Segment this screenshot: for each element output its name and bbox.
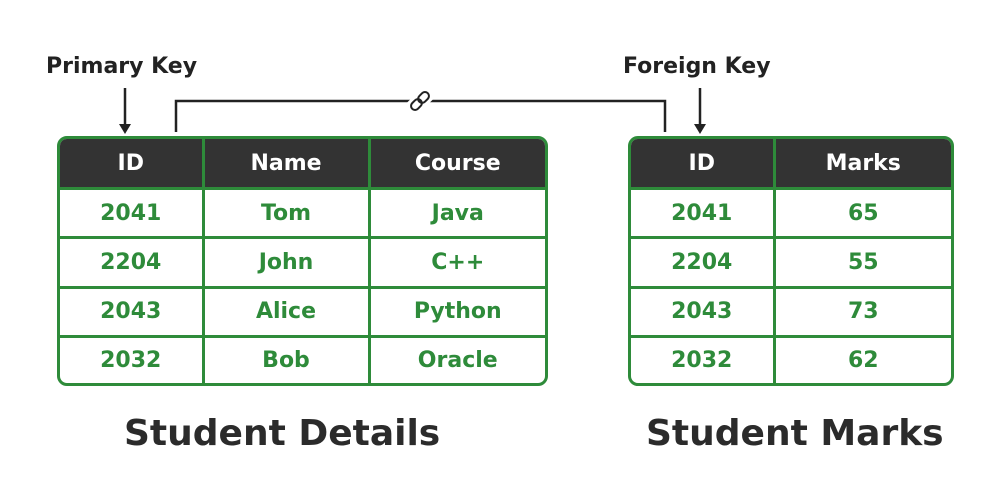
- cell-id: 2032: [631, 334, 776, 383]
- column-header-marks: Marks: [774, 139, 951, 189]
- primary-key-arrowhead: [119, 124, 131, 134]
- cell-course: C++: [369, 236, 545, 288]
- cell-id: 2041: [60, 186, 205, 238]
- student-marks-table: ID Marks 2041 65 2204 55 2043 73 2: [628, 136, 954, 386]
- cell-id: 2032: [60, 334, 205, 383]
- cell-marks: 73: [774, 285, 951, 337]
- table-header-row: ID Marks: [631, 139, 951, 189]
- cell-id: 2204: [60, 236, 205, 288]
- cell-marks: 62: [774, 334, 951, 383]
- cell-course: Java: [369, 186, 545, 238]
- cell-marks: 65: [774, 186, 951, 238]
- table-header-row: ID Name Course: [60, 139, 545, 189]
- cell-course: Oracle: [369, 334, 545, 383]
- column-header-name: Name: [203, 139, 371, 189]
- column-header-id: ID: [631, 139, 776, 189]
- primary-key-label: Primary Key: [46, 54, 198, 79]
- table-row: 2041 65: [631, 186, 951, 238]
- cell-name: John: [203, 236, 371, 288]
- cell-id: 2043: [60, 285, 205, 337]
- table-row: 2032 Bob Oracle: [60, 334, 545, 383]
- cell-id: 2043: [631, 285, 776, 337]
- column-header-id: ID: [60, 139, 205, 189]
- column-header-course: Course: [369, 139, 545, 189]
- cell-name: Bob: [203, 334, 371, 383]
- table-row: 2043 Alice Python: [60, 285, 545, 337]
- cell-name: Alice: [203, 285, 371, 337]
- table-row: 2043 73: [631, 285, 951, 337]
- table-row: 2204 55: [631, 236, 951, 288]
- table-row: 2041 Tom Java: [60, 186, 545, 238]
- link-icon: [405, 86, 435, 116]
- student-marks-caption: Student Marks: [646, 413, 944, 454]
- foreign-key-arrowhead: [694, 124, 706, 134]
- table-row: 2204 John C++: [60, 236, 545, 288]
- cell-id: 2041: [631, 186, 776, 238]
- table-row: 2032 62: [631, 334, 951, 383]
- cell-marks: 55: [774, 236, 951, 288]
- student-details-table: ID Name Course 2041 Tom Java 2204 John C…: [57, 136, 548, 386]
- cell-name: Tom: [203, 186, 371, 238]
- foreign-key-label: Foreign Key: [623, 54, 771, 79]
- cell-course: Python: [369, 285, 545, 337]
- cell-id: 2204: [631, 236, 776, 288]
- student-details-caption: Student Details: [124, 413, 441, 454]
